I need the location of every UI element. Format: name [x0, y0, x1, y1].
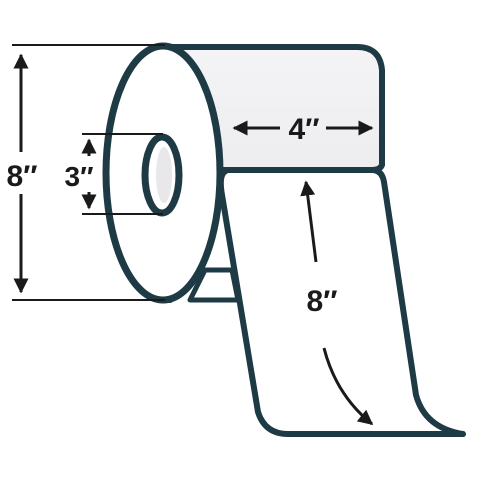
roll-core-inner-shade: [156, 147, 172, 203]
strip-under-roll: [187, 267, 241, 303]
label-length-label: 8″: [306, 285, 337, 318]
label-width-label: 4″: [288, 113, 319, 146]
unrolled-label-strip: [217, 167, 466, 437]
length-arrow-top: [300, 180, 318, 263]
length-arrow-bottom: [322, 347, 374, 426]
roll-cylinder-body: [160, 44, 385, 303]
core-diameter-label: 3″: [65, 161, 94, 192]
roll-outer-diameter-label: 8″: [6, 160, 37, 193]
